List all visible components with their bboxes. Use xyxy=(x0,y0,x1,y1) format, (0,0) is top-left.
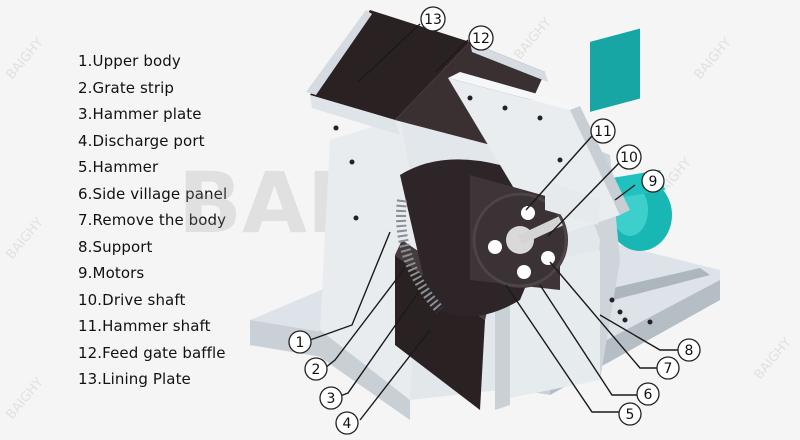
legend-item-number: 1 xyxy=(78,52,88,70)
legend-item-separator: . xyxy=(87,211,93,229)
legend-item-label: Motors xyxy=(92,264,145,282)
svg-text:2: 2 xyxy=(312,362,321,378)
legend-item-separator: . xyxy=(97,370,103,388)
svg-text:12: 12 xyxy=(472,31,490,47)
legend-item: 12.Feed gate baffle xyxy=(78,340,227,367)
legend-item-label: Hammer plate xyxy=(92,105,202,123)
legend-item: 10.Drive shaft xyxy=(78,287,227,314)
upper-body-hopper xyxy=(306,10,630,240)
legend-item-label: Hammer shaft xyxy=(102,317,211,335)
svg-text:8: 8 xyxy=(685,343,694,359)
callout-12: 12 xyxy=(468,25,494,51)
legend-item-label: Discharge port xyxy=(92,131,205,150)
legend-item-label: Drive shaft xyxy=(102,290,186,309)
hammer-shaft-hole xyxy=(521,206,535,220)
watermark-brand: BAIGHY xyxy=(512,15,555,63)
crushing-chamber xyxy=(396,159,600,317)
legend-item-number: 11 xyxy=(78,317,98,335)
callout-11: 11 xyxy=(590,118,616,144)
legend-item-label: Upper body xyxy=(92,52,181,70)
watermark-brand: BAIGHY xyxy=(4,35,47,83)
svg-text:5: 5 xyxy=(626,407,635,423)
legend-item-separator: . xyxy=(97,343,103,362)
legend-item-label: Lining Plate xyxy=(102,370,191,388)
legend-item-number: 8 xyxy=(78,237,88,256)
legend-item-separator: . xyxy=(87,264,93,282)
svg-text:1: 1 xyxy=(296,335,305,351)
legend-item: 9.Motors xyxy=(78,260,227,287)
watermark-brand: BAIGHY xyxy=(4,375,47,423)
legend-item-number: 4 xyxy=(78,131,88,150)
callout-6: 6 xyxy=(636,382,660,406)
legend-item-number: 7 xyxy=(78,211,88,229)
legend-item-number: 2 xyxy=(78,78,88,97)
watermark-brand: BAIGHY xyxy=(4,215,47,263)
svg-text:11: 11 xyxy=(594,124,612,140)
legend-item: 11.Hammer shaft xyxy=(78,313,227,340)
callout-1: 1 xyxy=(288,330,312,354)
svg-text:9: 9 xyxy=(649,174,658,190)
callout-5: 5 xyxy=(618,402,642,426)
callout-7: 7 xyxy=(656,356,680,380)
svg-text:4: 4 xyxy=(343,416,352,432)
legend-item-label: Hammer xyxy=(92,158,159,176)
legend-item-separator: . xyxy=(97,317,103,335)
callout-lines xyxy=(309,23,680,421)
legend-item: 4.Discharge port xyxy=(78,128,227,155)
legend-item-separator: . xyxy=(87,105,93,123)
svg-text:6: 6 xyxy=(644,387,653,403)
legend-item-separator: . xyxy=(87,158,93,176)
legend-item: 6.Side village panel xyxy=(78,181,227,208)
legend-item-label: Grate strip xyxy=(92,78,175,97)
callout-4: 4 xyxy=(335,411,359,435)
legend-item-separator: . xyxy=(87,184,93,203)
legend-item-label: Support xyxy=(92,237,153,256)
callout-9: 9 xyxy=(641,169,665,193)
callout-3: 3 xyxy=(319,386,343,410)
legend-item-number: 5 xyxy=(78,158,88,176)
watermark-brand: BAIGHY xyxy=(692,35,735,83)
legend-item: 3.Hammer plate xyxy=(78,101,227,128)
svg-text:10: 10 xyxy=(620,150,638,166)
callout-13: 13 xyxy=(420,6,446,32)
legend-item-label: Remove the body xyxy=(92,211,227,229)
callout-10: 10 xyxy=(616,144,642,170)
legend-item-number: 3 xyxy=(78,105,88,123)
legend-item-separator: . xyxy=(97,290,103,309)
legend-item: 13.Lining Plate xyxy=(78,366,227,393)
legend-item: 2.Grate strip xyxy=(78,75,227,102)
svg-text:7: 7 xyxy=(664,361,673,377)
watermark-big-text: BAI xyxy=(178,154,338,252)
legend-item-label: Feed gate baffle xyxy=(102,343,226,362)
svg-text:3: 3 xyxy=(327,391,336,407)
legend-item: 8.Support xyxy=(78,234,227,261)
legend-item-separator: . xyxy=(87,237,93,256)
callout-8: 8 xyxy=(677,338,701,362)
housing-bolts xyxy=(333,125,628,323)
legend-item: 5.Hammer xyxy=(78,154,227,181)
svg-text:13: 13 xyxy=(424,12,442,28)
legend-item-separator: . xyxy=(87,78,93,97)
legend-item-label: Side village panel xyxy=(92,184,228,203)
legend-item: 7.Remove the body xyxy=(78,207,227,234)
legend-item-number: 9 xyxy=(78,264,88,282)
legend-item-number: 10 xyxy=(78,290,98,309)
legend-item-number: 13 xyxy=(78,370,98,388)
callout-2: 2 xyxy=(304,357,328,381)
watermark-brand: BAIGHY xyxy=(752,335,795,383)
legend-item-separator: . xyxy=(87,131,93,150)
legend-item-separator: . xyxy=(87,52,93,70)
legend-item: 1.Upper body xyxy=(78,48,227,75)
legend-item-number: 6 xyxy=(78,184,88,203)
callouts: 1 2 3 4 5 6 7 8 9 10 11 12 13 xyxy=(288,6,701,435)
legend-item-number: 12 xyxy=(78,343,98,362)
